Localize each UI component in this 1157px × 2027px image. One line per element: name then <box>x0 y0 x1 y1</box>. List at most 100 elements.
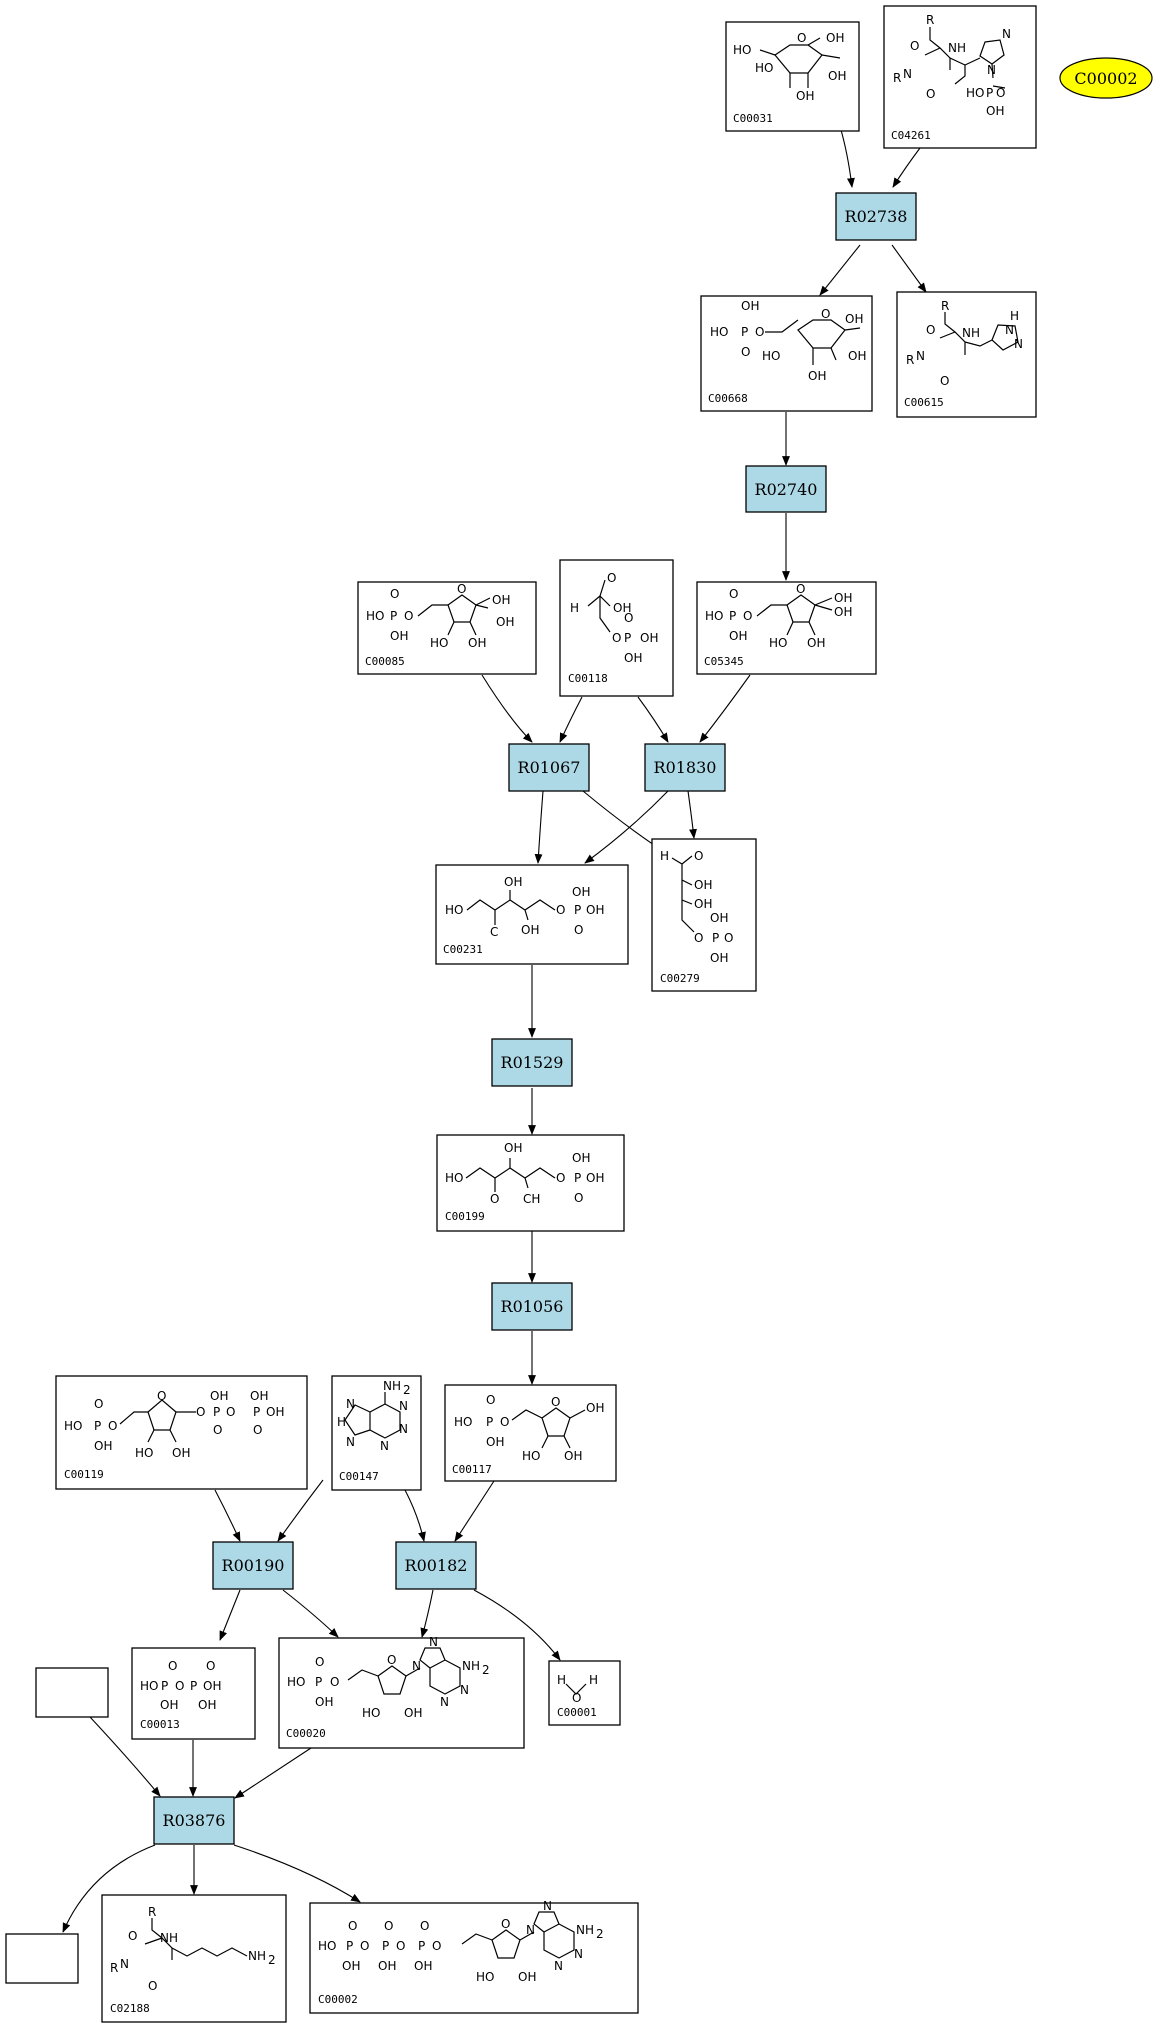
svg-text:N: N <box>526 1923 535 1937</box>
compound-C00085[interactable]: O HO P O OH O OH OH HO OH C00085 <box>357 581 537 675</box>
svg-text:OH: OH <box>210 1389 228 1403</box>
svg-text:P: P <box>712 931 719 945</box>
svg-text:R: R <box>893 71 901 85</box>
reaction-R02738[interactable]: R02738 <box>835 192 917 241</box>
compound-id: C00199 <box>445 1210 485 1223</box>
svg-text:O: O <box>556 1171 565 1185</box>
compound-empty-top[interactable] <box>35 1667 109 1718</box>
svg-text:P: P <box>382 1939 389 1953</box>
svg-text:HO: HO <box>710 325 728 339</box>
svg-text:HO: HO <box>135 1446 153 1460</box>
compound-id: C00147 <box>339 1470 379 1483</box>
reaction-R03876[interactable]: R03876 <box>153 1796 235 1845</box>
svg-text:HO: HO <box>755 61 773 75</box>
svg-text:H: H <box>570 601 579 615</box>
svg-text:OH: OH <box>496 615 514 629</box>
svg-text:O: O <box>404 609 413 623</box>
compound-C00231[interactable]: HO OH C OH O P OH OH O C00231 <box>435 864 629 965</box>
compound-C00279[interactable]: H O OH OH O P O OH OH C00279 <box>651 838 757 992</box>
svg-text:N: N <box>412 1659 421 1673</box>
compound-structure-C00615: R O NH R N O H N N <box>906 299 1023 388</box>
svg-text:O: O <box>796 582 805 596</box>
compound-id: C00020 <box>286 1727 326 1740</box>
svg-text:HO: HO <box>705 609 723 623</box>
svg-text:OH: OH <box>521 923 539 937</box>
compound-C00119[interactable]: O HO P O OH O O OH P O O OH P OH O HO OH… <box>55 1375 308 1490</box>
svg-text:O: O <box>729 587 738 601</box>
svg-text:N: N <box>346 1435 355 1449</box>
svg-text:OH: OH <box>640 631 658 645</box>
svg-text:H: H <box>589 1673 598 1687</box>
compound-C00031[interactable]: O HO HO OH OH OH C00031 <box>725 21 860 132</box>
compound-id: C00119 <box>64 1468 104 1481</box>
svg-text:O: O <box>420 1919 429 1933</box>
reaction-R01067[interactable]: R01067 <box>508 743 590 792</box>
compound-C00668[interactable]: OH HO P O O O OH HO OH OH C00668 <box>700 295 873 412</box>
svg-text:R: R <box>941 299 949 313</box>
svg-text:O: O <box>996 86 1005 100</box>
svg-text:O: O <box>213 1423 222 1437</box>
svg-text:O: O <box>390 587 399 601</box>
svg-text:O: O <box>501 1917 510 1931</box>
svg-text:N: N <box>440 1695 449 1709</box>
svg-text:O: O <box>196 1405 205 1419</box>
svg-text:OH: OH <box>828 69 846 83</box>
reaction-R01830[interactable]: R01830 <box>644 743 726 792</box>
svg-text:OH: OH <box>160 1698 178 1712</box>
reaction-R00190[interactable]: R00190 <box>212 1541 294 1590</box>
reaction-R00182[interactable]: R00182 <box>395 1541 477 1590</box>
svg-text:O: O <box>168 1659 177 1673</box>
svg-text:OH: OH <box>694 897 712 911</box>
reaction-R01056[interactable]: R01056 <box>491 1282 573 1331</box>
compound-C00118[interactable]: O H OH O P OH O OH C00118 <box>559 559 674 697</box>
compound-structure-C00085: O HO P O OH O OH OH HO OH <box>366 582 514 650</box>
svg-text:O: O <box>490 1192 499 1206</box>
compound-C04261[interactable]: R O NH R N O N N HO P O OH C04261 <box>883 5 1037 149</box>
reaction-R02740[interactable]: R02740 <box>745 465 827 513</box>
svg-text:HO: HO <box>64 1419 82 1433</box>
compound-empty-bottom[interactable] <box>5 1933 79 1984</box>
compound-structure-C02188: R O NH R N O NH 2 <box>110 1905 276 1993</box>
svg-text:OH: OH <box>504 875 522 889</box>
svg-text:N: N <box>399 1422 408 1436</box>
svg-text:O: O <box>315 1655 324 1669</box>
svg-text:O: O <box>486 1393 495 1407</box>
compound-id: C00013 <box>140 1718 180 1731</box>
compound-C00117[interactable]: O HO P O OH O OH HO OH C00117 <box>444 1384 617 1482</box>
svg-text:O: O <box>384 1919 393 1933</box>
svg-text:P: P <box>574 1171 581 1185</box>
svg-text:O: O <box>624 611 633 625</box>
svg-text:H: H <box>660 849 669 863</box>
compound-id: C00118 <box>568 672 608 685</box>
svg-text:OH: OH <box>710 911 728 925</box>
svg-text:OH: OH <box>172 1446 190 1460</box>
compound-structure-C00020: O HO P O OH O N N NH 2 N N HO OH <box>287 1635 490 1720</box>
compound-C00199[interactable]: HO OH O CH O P OH OH O C00199 <box>436 1134 625 1232</box>
edges <box>62 94 927 1933</box>
compound-C02188[interactable]: R O NH R N O NH 2 C02188 <box>101 1894 287 2023</box>
svg-text:O: O <box>348 1919 357 1933</box>
svg-text:HO: HO <box>318 1939 336 1953</box>
compound-C05345[interactable]: O HO P O OH O OH OH HO OH C05345 <box>696 581 877 675</box>
svg-text:N: N <box>554 1959 563 1973</box>
svg-text:HO: HO <box>762 349 780 363</box>
svg-text:OH: OH <box>504 1141 522 1155</box>
svg-text:C: C <box>490 925 498 939</box>
svg-text:O: O <box>694 931 703 945</box>
svg-text:OH: OH <box>315 1695 333 1709</box>
highlight-label: C00002 <box>1074 69 1137 88</box>
compound-C00001[interactable]: H O H C00001 <box>548 1660 621 1726</box>
compound-C00013[interactable]: O O HO P O P OH OH OH C00013 <box>131 1647 256 1740</box>
compound-C00020[interactable]: O HO P O OH O N N NH 2 N N HO OH C00020 <box>278 1635 525 1749</box>
compound-C00615[interactable]: R O NH R N O H N N C00615 <box>896 291 1037 418</box>
reaction-R01529[interactable]: R01529 <box>491 1038 573 1087</box>
reaction-label: R00190 <box>222 1556 285 1575</box>
svg-text:N: N <box>543 1899 552 1913</box>
compound-C00147[interactable]: NH 2 N H N N N N C00147 <box>331 1375 422 1491</box>
highlight-node-C00002[interactable]: C00002 <box>1059 57 1153 99</box>
svg-text:OH: OH <box>845 312 863 326</box>
svg-text:NH: NH <box>248 1949 266 1963</box>
svg-text:P: P <box>418 1939 425 1953</box>
compound-C00002[interactable]: O O O HO P O P O P O OH OH OH O N N NH 2… <box>309 1899 639 2014</box>
svg-text:P: P <box>161 1679 168 1693</box>
